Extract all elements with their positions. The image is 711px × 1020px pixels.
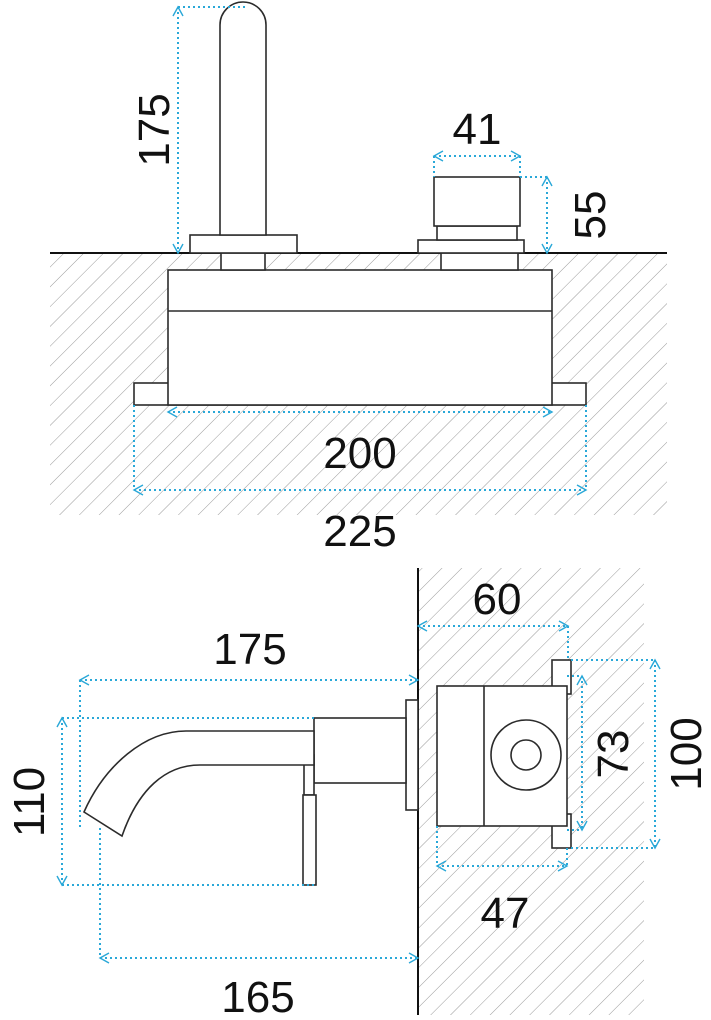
dim-top-body-width-arrow-right (542, 406, 554, 418)
dim-side-inner-depth-arrow-right (557, 860, 569, 872)
dim-side-inner-depth-arrow-left (435, 860, 447, 872)
top-spout-tube (219, 1, 267, 236)
dim-top-handle-width-arrow-right (510, 150, 522, 162)
side-embedded-box (436, 685, 568, 827)
side-view: 175 110 165 60 47 73 (5, 568, 711, 1020)
dim-top-handle-width-label: 41 (453, 105, 502, 154)
dim-side-spout-reach-label: 175 (213, 625, 286, 674)
dim-side-box-depth-arrow-left (416, 620, 428, 632)
dim-side-spout-height-arrow-top (56, 716, 68, 728)
dim-side-spout-reach-arrow-left (78, 674, 90, 686)
top-handle-stem (436, 225, 518, 241)
top-handle-flange (417, 239, 525, 254)
dim-side-box-height-label: 100 (662, 717, 711, 790)
dim-top-spout-height-arrow-top (172, 5, 184, 17)
top-embedded-body (167, 269, 553, 406)
dim-side-outlet-arrow-left (98, 952, 110, 964)
dim-top-handle-width-arrow-left (432, 150, 444, 162)
top-spout-flange (189, 234, 298, 254)
dim-side-outlet-label: 165 (221, 973, 294, 1020)
dim-side-spout-height-label: 110 (5, 767, 54, 837)
dim-side-box-depth-label: 60 (473, 575, 522, 624)
side-cartridge-inner (510, 739, 542, 771)
dim-side-spout-reach-arrow-right (408, 674, 420, 686)
dim-top-plate-width-arrow-left (132, 484, 144, 496)
dim-top-body-width-arrow-left (166, 406, 178, 418)
dim-side-spout-height-arrow-bottom (56, 875, 68, 887)
dim-side-inner-height-label: 73 (589, 730, 638, 779)
dim-side-inner-depth-label: 47 (481, 889, 530, 938)
dim-side-inner-height-arrow-top (576, 674, 588, 686)
dim-side-box-height-arrow-bottom (649, 838, 661, 850)
top-spout-neck (220, 252, 266, 271)
top-view: 175 41 55 200 225 (50, 1, 667, 556)
side-spout-body (313, 717, 407, 784)
dim-top-spout-height-label: 175 (130, 93, 179, 166)
dim-top-plate-width-arrow-right (576, 484, 588, 496)
side-wall-flange (405, 699, 419, 811)
dim-side-outlet-arrow-right (408, 952, 420, 964)
dim-top-plate-width-label: 225 (323, 507, 396, 556)
top-handle-knob (433, 176, 521, 227)
dim-side-box-height-arrow-top (649, 658, 661, 670)
side-cartridge-outer (490, 719, 562, 791)
dim-side-box-depth-arrow-right (558, 620, 570, 632)
dim-top-handle-height-arrow-top (541, 175, 553, 187)
top-handle-neck (440, 252, 519, 271)
side-lever-handle (302, 794, 317, 886)
dim-top-handle-height-arrow-bottom (541, 243, 553, 255)
dim-top-spout-height-arrow-bottom (172, 243, 184, 255)
dim-side-inner-height-arrow-bottom (576, 820, 588, 832)
side-spout-arm (82, 730, 315, 838)
dim-top-body-width-label: 200 (323, 429, 396, 478)
dim-top-handle-height-label: 55 (566, 191, 615, 240)
